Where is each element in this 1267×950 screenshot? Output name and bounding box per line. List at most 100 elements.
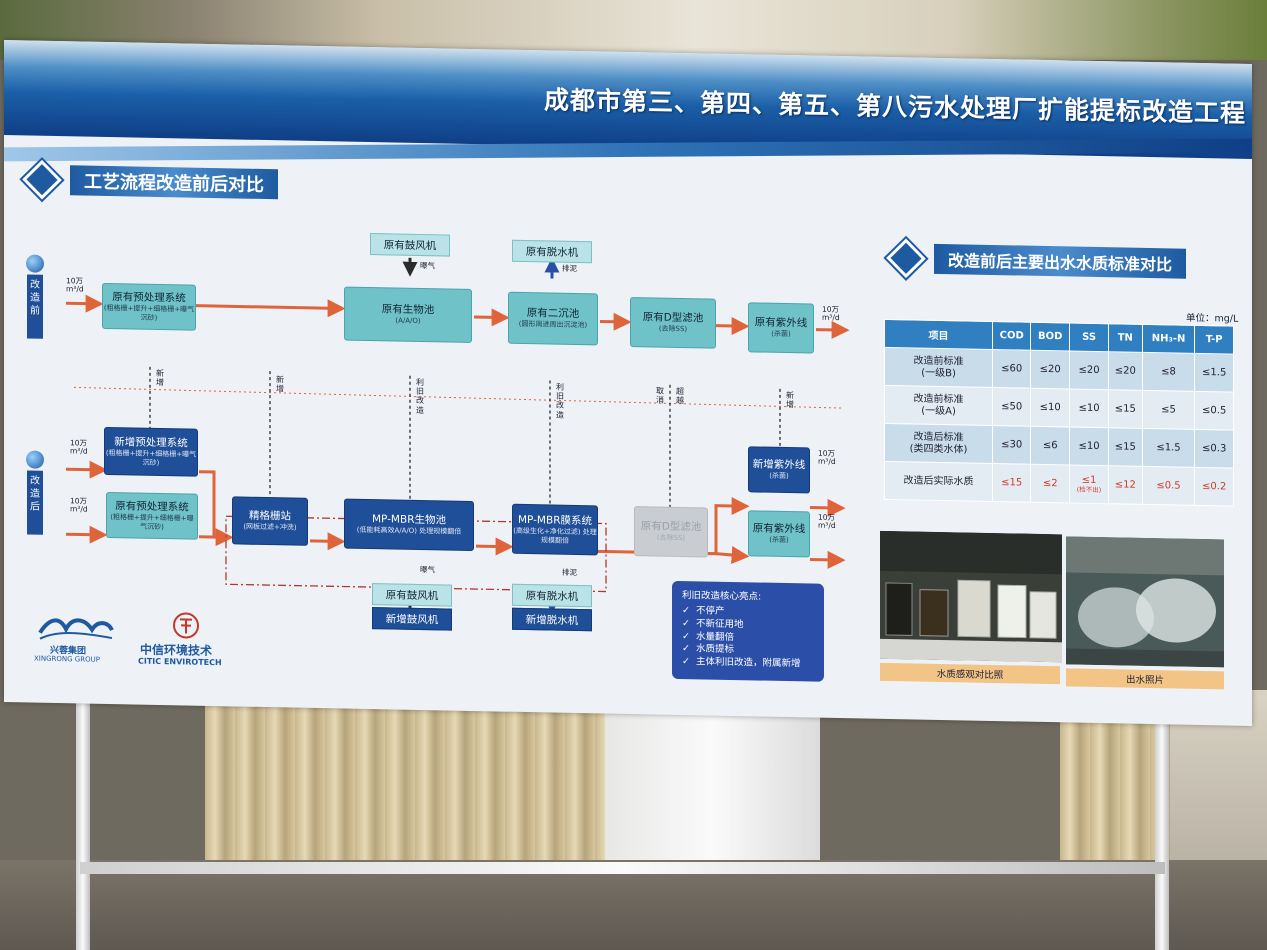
inflow-label-after-old: 10万m³/d: [70, 496, 88, 514]
dewater-new-label: 新增脱水机: [512, 607, 592, 632]
table-cell-value: ≤1.5: [1202, 366, 1227, 378]
highlight-item: ✓ 主体利旧改造，附属新增: [682, 656, 814, 671]
table-cell-value: ≤1: [1081, 474, 1097, 486]
dewater-old-b-label: 原有脱水机: [512, 583, 592, 608]
table-row: 改造后标准 (类四类水体)≤30≤6≤10≤15≤1.5≤0.3: [884, 423, 1234, 469]
table-cell-value: ≤2: [1042, 477, 1058, 489]
highlight-text: 主体利旧改造，附属新增: [695, 656, 801, 670]
fine-screen-box: 精格栅站 (网板过滤+冲洗): [232, 496, 308, 546]
table-cell: ≤12: [1108, 465, 1143, 505]
table-row-name: 改造前标准 (一级B): [884, 347, 993, 388]
box-title: 原有D型滤池: [640, 520, 702, 534]
uv-new-box: 新增紫外线 (杀菌): [748, 446, 810, 494]
d-filter-old-box: 原有D型滤池 (去除SS): [630, 297, 716, 349]
highlights-list: ✓不停产✓不新征用地✓水量翻倍✓水质提标✓主体利旧改造，附属新增: [682, 605, 814, 672]
poster: 成都市第三、第四、第五、第八污水处理厂扩能提标改造工程 工艺流程改造前后对比 改…: [4, 40, 1252, 726]
table-row: 改造前标准 (一级A)≤50≤10≤10≤15≤5≤0.5: [884, 385, 1234, 431]
table-cell: ≤6: [1030, 426, 1070, 465]
table-header-cell: BOD: [1030, 322, 1070, 351]
uv-old-b-box: 原有紫外线 (杀菌): [748, 510, 810, 558]
outflow-label-before: 10万m³/d: [822, 304, 840, 323]
aeration-label: 曝气: [420, 564, 435, 575]
table-cell-value: ≤5: [1161, 403, 1176, 416]
table-cell: ≤0.3: [1194, 429, 1234, 469]
table-cell: ≤15: [1108, 427, 1143, 467]
bypass-label: 超越: [676, 386, 684, 406]
table-cell: ≤15: [992, 463, 1031, 503]
table-cell-value: ≤60: [1001, 362, 1023, 375]
check-icon: ✓: [682, 630, 690, 642]
table-cell: ≤10: [1030, 388, 1070, 427]
table-cell: ≤0.5: [1142, 466, 1195, 506]
sludge-label: 排泥: [562, 263, 577, 274]
flow-connectors: [66, 257, 850, 614]
table-cell-value: ≤20: [1078, 364, 1100, 376]
outflow-label-after-old: 10万m³/d: [818, 512, 836, 531]
photo-caption-left: 水质感观对比照: [880, 662, 1060, 685]
right-section-title: 改造前后主要出水水质标准对比: [934, 243, 1187, 279]
photo-caption-right: 出水照片: [1066, 668, 1224, 690]
table-cell-value: ≤15: [1001, 476, 1023, 489]
bio-tank-old-box: 原有生物池 (A/A/O): [344, 286, 472, 343]
box-title: 原有二沉池: [526, 307, 580, 321]
floor: [0, 860, 1267, 950]
table-cell-value: ≤0.5: [1156, 479, 1181, 492]
diamond-icon: [886, 238, 926, 279]
table-cell: ≤0.2: [1194, 467, 1234, 507]
box-sub: (网板过滤+冲洗): [243, 522, 297, 532]
blower-old-label: 原有鼓风机: [370, 233, 450, 257]
blower-new-label: 新增鼓风机: [372, 607, 452, 631]
uv-old-box: 原有紫外线 (杀菌): [748, 302, 814, 354]
highlight-text: 不停产: [695, 605, 725, 617]
table-cell: ≤8: [1142, 352, 1195, 392]
box-title: 原有紫外线: [752, 522, 806, 536]
table-cell: ≤2: [1030, 464, 1070, 503]
box-sub: (去除SS): [656, 533, 686, 543]
check-icon: ✓: [682, 643, 690, 655]
table-cell-value: ≤20: [1039, 363, 1061, 375]
citic-logo-icon: [173, 612, 199, 639]
sludge-label: 排泥: [562, 567, 577, 578]
check-icon: ✓: [682, 656, 690, 668]
table-cell: ≤5: [1142, 390, 1195, 430]
box-sub: (粗格栅+提升+细格栅+曝气沉砂): [105, 448, 197, 467]
table-cell: ≤20: [1069, 350, 1109, 390]
right-section-header: 改造前后主要出水水质标准对比: [886, 238, 1187, 281]
inflow-label-after-new: 10万m³/d: [70, 438, 88, 456]
table-cell-note: (检不出): [1076, 485, 1102, 494]
table-header-cell: NH₃-N: [1142, 324, 1195, 354]
box-sub: (A/A/O): [395, 316, 421, 326]
box-sub: (圆形周进周出沉淀池): [518, 320, 588, 330]
ball-icon: [26, 450, 44, 469]
add-label: 新增: [156, 368, 164, 388]
table-cell-value: ≤20: [1114, 364, 1136, 377]
table-cell: ≤20: [1108, 351, 1143, 391]
table-cell: ≤1.5: [1194, 353, 1234, 393]
box-sub: (粗格栅+提升+细格栅+曝气沉砂): [103, 303, 195, 322]
reuse-label: 利旧改造: [556, 382, 564, 420]
check-icon: ✓: [682, 617, 690, 629]
table-cell: ≤50: [992, 387, 1031, 427]
box-title: 新增紫外线: [752, 458, 806, 472]
box-title: 原有紫外线: [754, 316, 808, 330]
table-cell-value: ≤6: [1042, 439, 1058, 451]
highlight-text: 不新征用地: [695, 618, 744, 631]
before-tab: 改造前: [24, 254, 46, 339]
box-sub: (去除SS): [658, 324, 688, 334]
add-label: 新增: [276, 375, 284, 394]
curtain-left: [205, 690, 605, 870]
inflow-label-before: 10万m³/d: [66, 276, 84, 294]
table-cell-value: ≤0.3: [1202, 442, 1227, 454]
diamond-icon: [22, 159, 62, 200]
table-header-cell: TN: [1108, 323, 1143, 353]
water-sample-photo: [880, 530, 1062, 663]
box-sub: (粗格栅+提升+细格栅+曝气沉砂): [110, 512, 194, 531]
left-section-title: 工艺流程改造前后对比: [70, 165, 278, 200]
table-cell: ≤0.5: [1194, 391, 1234, 431]
table-cell: ≤10: [1069, 388, 1109, 428]
stand-leg-left: [76, 700, 90, 950]
table-header-cell: T-P: [1194, 325, 1234, 355]
after-label: 改造后: [27, 470, 43, 535]
